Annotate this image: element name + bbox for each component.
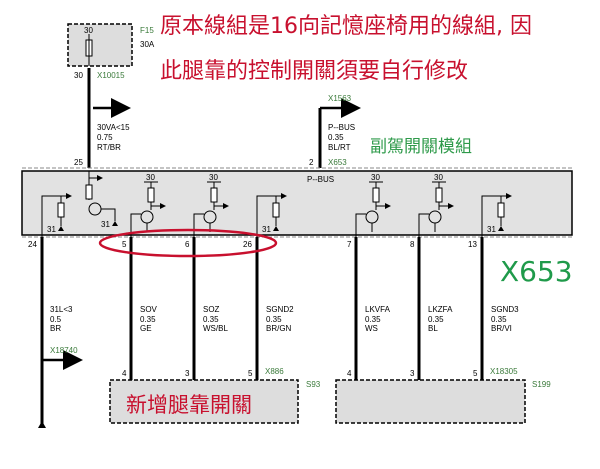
- s93-connector: X886: [265, 367, 284, 376]
- ground-icon: [273, 226, 279, 231]
- bus-connector: X653: [328, 158, 347, 167]
- resistor-icon: [57, 202, 65, 218]
- highlight-ellipse: [98, 228, 278, 258]
- switch-pin-label: 3: [185, 369, 190, 378]
- resistor-icon: [435, 187, 443, 203]
- v30-label: 30: [209, 173, 218, 182]
- switch-s93-box: [109, 379, 299, 424]
- module-pin-label: 5: [122, 240, 127, 249]
- bus-color: BL/RT: [328, 143, 351, 152]
- v30-label: 30: [146, 173, 155, 182]
- module-pin-label: 8: [410, 240, 415, 249]
- wire-color: GE: [140, 324, 152, 333]
- wire-color: WS/BL: [203, 324, 228, 333]
- wires: 2431L<30.5BR5SOV0.35GE46SOZ0.35WS/BL326S…: [28, 237, 519, 428]
- fuse-rating: 30A: [140, 40, 155, 49]
- module-title: 副駕開關模組: [370, 137, 472, 157]
- wire-signal: SGND3: [491, 305, 519, 314]
- resistor-icon: [147, 187, 155, 203]
- switch-pin-label: 4: [122, 369, 127, 378]
- resistor-icon: [210, 187, 218, 203]
- fuse-connector: X10015: [97, 71, 125, 80]
- module-pin-label: 7: [347, 240, 352, 249]
- wire-signal: SOV: [140, 305, 158, 314]
- wire-color: BR/GN: [266, 324, 292, 333]
- ground-connector: X18740: [50, 346, 78, 355]
- gnd-label: 31: [487, 225, 496, 234]
- supply-color: RT/BR: [97, 143, 121, 152]
- wire-size: 0.5: [50, 315, 62, 324]
- resistor-icon: [497, 202, 505, 218]
- wire-color: BL: [428, 324, 438, 333]
- bus-pin: 2: [309, 158, 314, 167]
- fuse-pin-top: 30: [84, 26, 93, 35]
- wire-signal: SOZ: [203, 305, 220, 314]
- ground-icon: [498, 226, 504, 231]
- ground-icon: [38, 421, 46, 428]
- bus-signal: P--BUS: [328, 123, 355, 132]
- bus-inner-label: P--BUS: [307, 175, 334, 184]
- v30-label: 30: [434, 173, 443, 182]
- wire-signal: SGND2: [266, 305, 294, 314]
- annotation-line1: 原本線組是16向記憶座椅用的線組, 因: [160, 14, 532, 39]
- wire-signal: LKZFA: [428, 305, 453, 314]
- gnd-label: 31: [262, 225, 271, 234]
- s199-connector: X18305: [490, 367, 518, 376]
- supply-signal: 30VA<15: [97, 123, 130, 132]
- s93-label: S93: [306, 380, 321, 389]
- v30-label: 30: [371, 173, 380, 182]
- resistor-icon: [372, 187, 380, 203]
- bus-size: 0.35: [328, 133, 344, 142]
- fuse-pin-bottom: 30: [74, 71, 83, 80]
- wire-color: WS: [365, 324, 378, 333]
- wire-size: 0.35: [491, 315, 507, 324]
- switch-pin-label: 4: [347, 369, 352, 378]
- supply-pin: 25: [74, 158, 83, 167]
- fuse-name: F15: [140, 26, 154, 35]
- ground-icon: [112, 221, 118, 226]
- switch-pin-label: 3: [410, 369, 415, 378]
- s199-label: S199: [532, 380, 551, 389]
- wire-signal: 31L<3: [50, 305, 73, 314]
- wire-size: 0.35: [266, 315, 282, 324]
- gnd-label: 31: [101, 220, 110, 229]
- bus-connector-top: X1563: [328, 94, 352, 103]
- switch-pin-label: 5: [473, 369, 478, 378]
- module-pin-label: 24: [28, 240, 37, 249]
- module-pin-label: 26: [243, 240, 252, 249]
- supply-size: 0.75: [97, 133, 113, 142]
- module-internals: 31 31 30 30 31 30 30 31: [41, 171, 512, 237]
- gnd-label: 31: [47, 225, 56, 234]
- switch-module: P--BUS: [21, 167, 573, 238]
- wire-signal: LKVFA: [365, 305, 391, 314]
- wire-size: 0.35: [203, 315, 219, 324]
- wire-size: 0.35: [365, 315, 381, 324]
- resistor-icon: [85, 184, 93, 200]
- connector-x653-label: X653: [500, 255, 573, 288]
- module-pin-label: 13: [468, 240, 477, 249]
- switch-pin-label: 5: [248, 369, 253, 378]
- wire-size: 0.35: [428, 315, 444, 324]
- resistor-icon: [272, 202, 280, 218]
- ground-icon: [58, 226, 64, 231]
- wire-color: BR/VI: [491, 324, 512, 333]
- module-pin-label: 6: [185, 240, 190, 249]
- wire-size: 0.35: [140, 315, 156, 324]
- annotation-line2: 此腿靠的控制開關須要自行修改: [160, 59, 468, 84]
- fuse-f15: 30 F15 30A 30 X10015: [67, 23, 155, 80]
- wire-color: BR: [50, 324, 61, 333]
- new-switch-note: 新增腿靠開關: [126, 393, 252, 417]
- switch-s199-box: [335, 379, 526, 424]
